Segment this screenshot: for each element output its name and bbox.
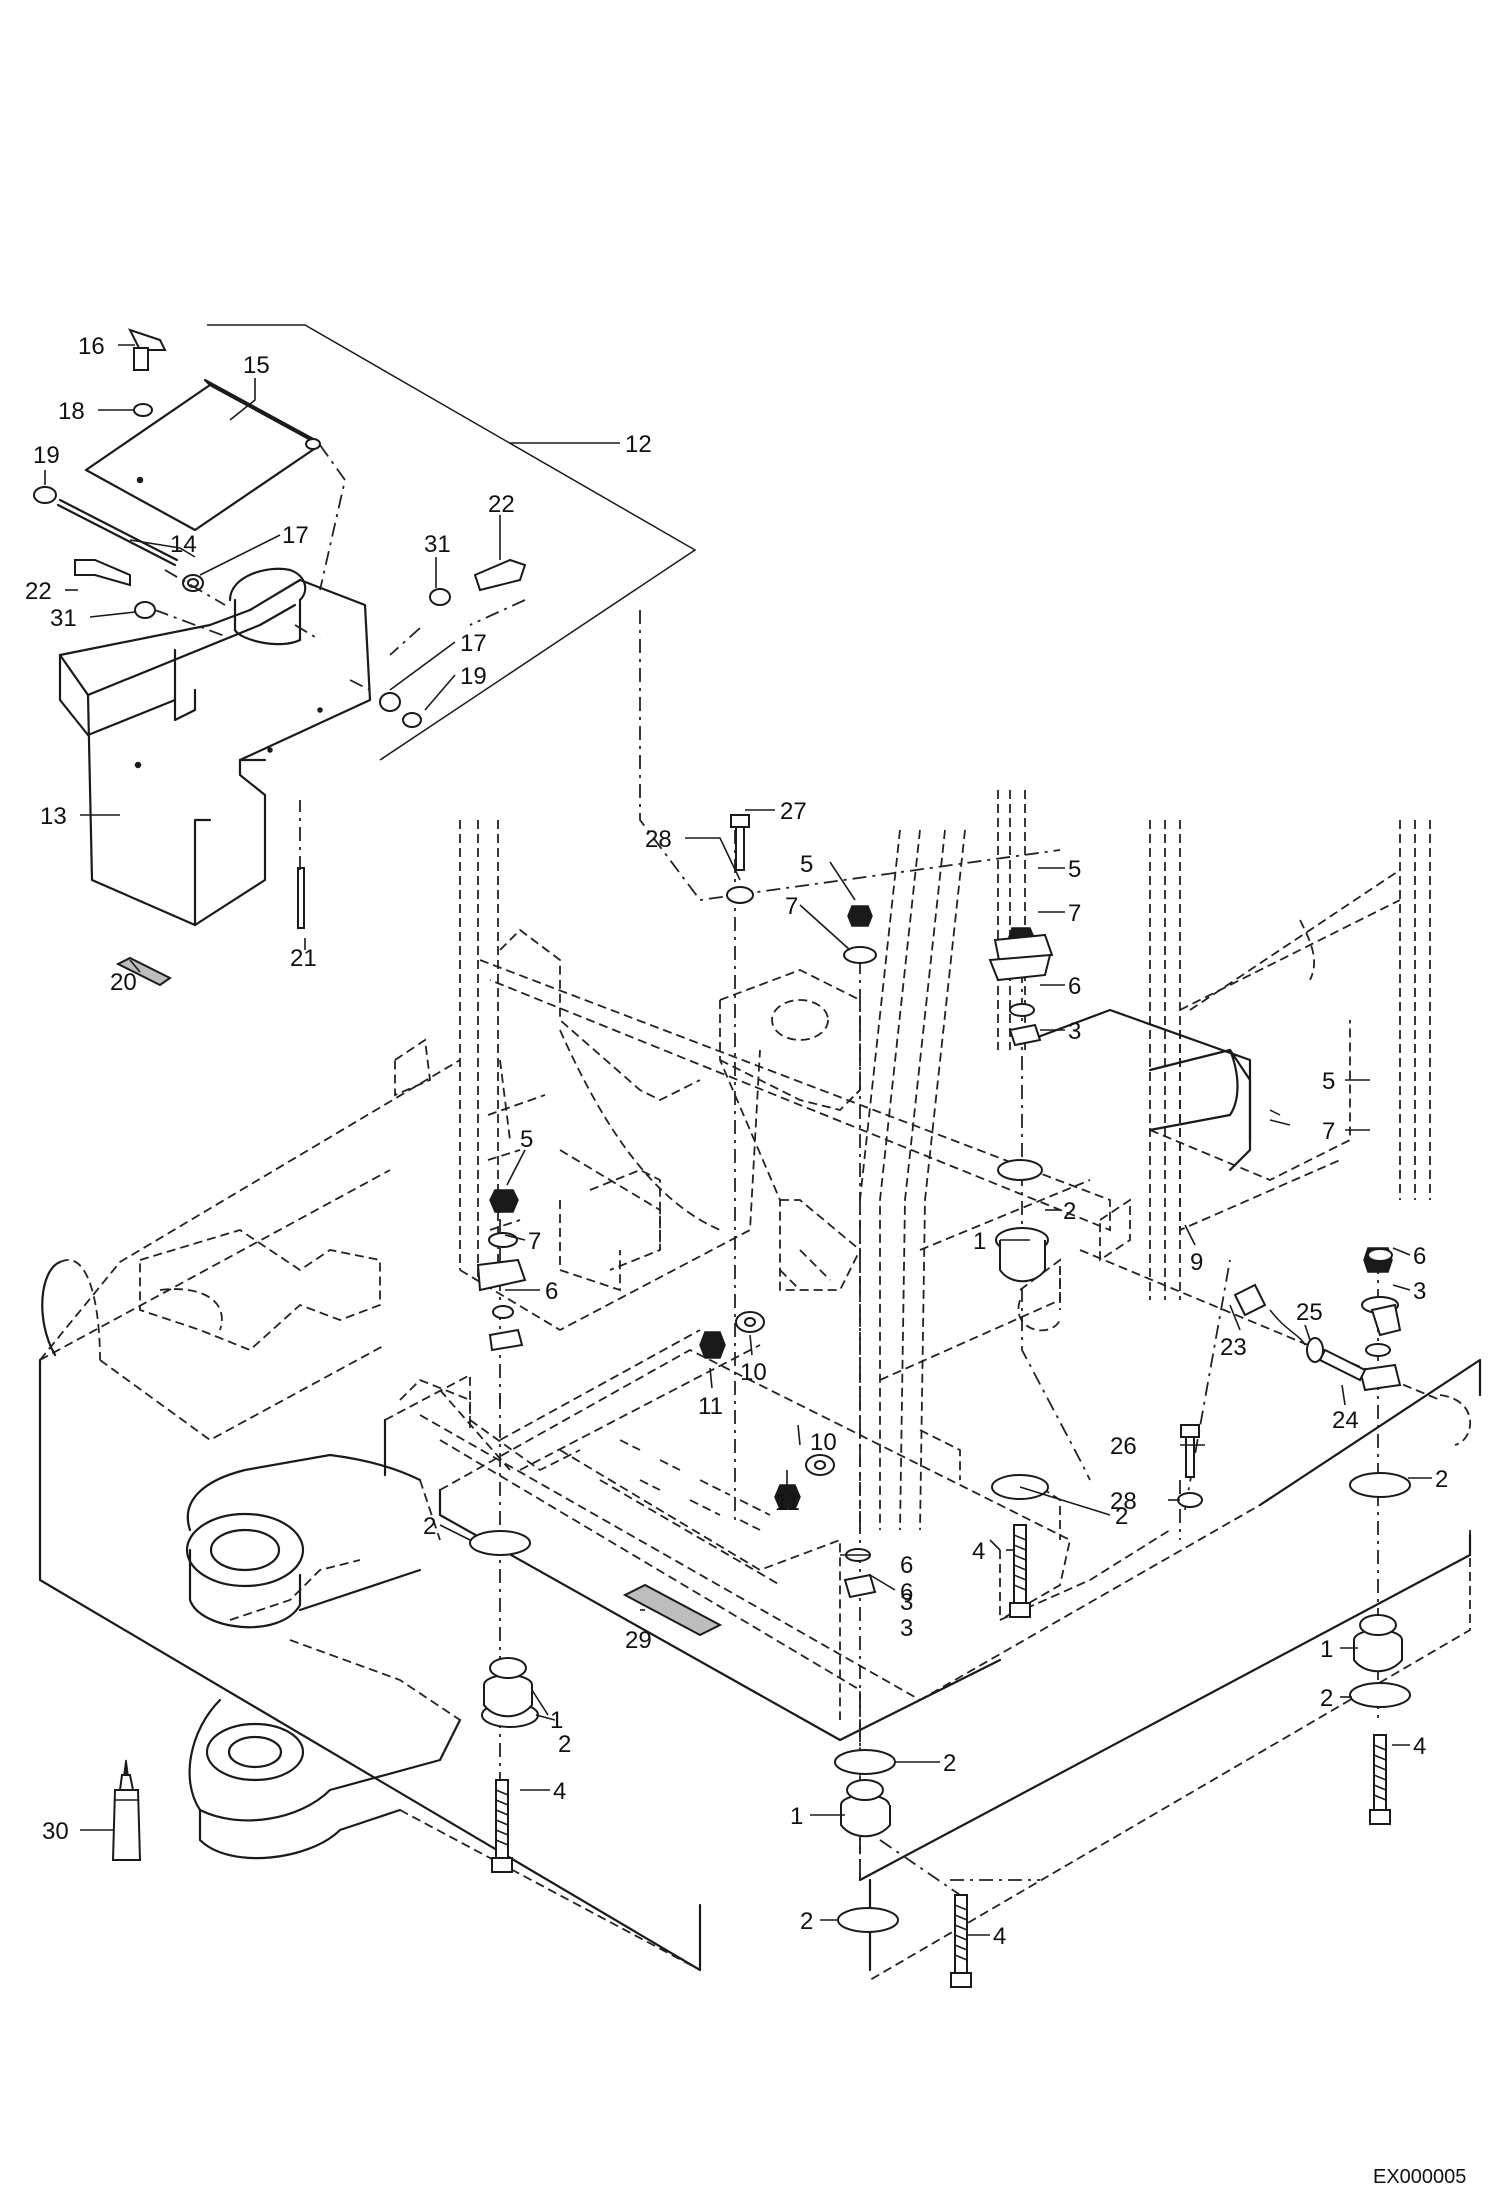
callout-4: 4 bbox=[993, 1923, 1006, 1950]
callout-30: 30 bbox=[42, 1818, 69, 1845]
callout-5: 5 bbox=[520, 1126, 533, 1153]
floor-plate bbox=[399, 1249, 1441, 1742]
callout-2: 2 bbox=[423, 1513, 436, 1540]
small-parts bbox=[33, 328, 527, 987]
battery-box-cover bbox=[84, 378, 322, 532]
callout-6: 6 bbox=[900, 1579, 913, 1606]
callout-21: 21 bbox=[290, 945, 317, 972]
callout-7: 7 bbox=[1322, 1118, 1335, 1145]
callout-10: 10 bbox=[810, 1429, 837, 1456]
callout-1: 1 bbox=[790, 1803, 803, 1830]
callout-3: 3 bbox=[900, 1615, 913, 1642]
callout-5: 5 bbox=[1322, 1068, 1335, 1095]
callout-11: 11 bbox=[775, 1489, 800, 1516]
callout-7: 7 bbox=[528, 1228, 541, 1255]
callout-31: 31 bbox=[50, 605, 77, 632]
callout-28: 28 bbox=[645, 826, 672, 853]
callout-1: 1 bbox=[1320, 1636, 1333, 1663]
callout-6: 6 bbox=[1413, 1243, 1426, 1270]
callout-25: 25 bbox=[1296, 1299, 1323, 1326]
callout-2: 2 bbox=[1435, 1466, 1448, 1493]
callout-3: 3 bbox=[1413, 1278, 1426, 1305]
callout-19: 19 bbox=[33, 442, 60, 469]
callout-2: 2 bbox=[1115, 1503, 1128, 1530]
ladder-bracket bbox=[1028, 1008, 1351, 1181]
callout-6: 6 bbox=[900, 1552, 913, 1579]
callout-22: 22 bbox=[488, 491, 515, 518]
callout-4: 4 bbox=[972, 1538, 985, 1565]
callout-18: 18 bbox=[58, 398, 85, 425]
callout-24: 24 bbox=[1332, 1407, 1359, 1434]
callout-labels: 16 15 18 19 12 14 17 22 31 22 31 17 19 1… bbox=[25, 333, 1448, 1950]
callout-26: 26 bbox=[1110, 1433, 1137, 1460]
callout-6: 6 bbox=[1068, 973, 1081, 1000]
callout-23: 23 bbox=[1220, 1334, 1247, 1361]
callout-4: 4 bbox=[553, 1778, 566, 1805]
callout-13: 13 bbox=[40, 803, 67, 830]
mount-hardware bbox=[111, 814, 1411, 1988]
relation-lines bbox=[154, 324, 1379, 1950]
callout-22: 22 bbox=[25, 578, 52, 605]
callout-20: 20 bbox=[110, 969, 137, 996]
callout-15: 15 bbox=[243, 352, 270, 379]
callout-10: 10 bbox=[740, 1359, 767, 1386]
drawing-code: EX000005 bbox=[1373, 2166, 1466, 2188]
callout-2-left-lower: 2 bbox=[558, 1731, 571, 1758]
callout-2: 2 bbox=[1320, 1685, 1333, 1712]
callout-9: 9 bbox=[1190, 1249, 1203, 1276]
callout-17: 17 bbox=[282, 522, 309, 549]
callout-16: 16 bbox=[78, 333, 105, 360]
callout-31: 31 bbox=[424, 531, 451, 558]
callout-2: 2 bbox=[1063, 1198, 1076, 1225]
callout-6: 6 bbox=[545, 1278, 558, 1305]
callout-5: 5 bbox=[1068, 856, 1081, 883]
callout-14: 14 bbox=[170, 531, 197, 558]
callout-28: 28 bbox=[1110, 1488, 1137, 1515]
callout-3: 3 bbox=[900, 1589, 913, 1616]
battery-box bbox=[58, 567, 372, 927]
callout-4: 4 bbox=[1413, 1733, 1426, 1760]
callout-2: 2 bbox=[943, 1750, 956, 1777]
callout-11: 11 bbox=[698, 1393, 723, 1420]
callout-12: 12 bbox=[625, 431, 652, 458]
callout-2: 2 bbox=[800, 1908, 813, 1935]
base-frame bbox=[38, 1059, 1482, 1981]
callout-3: 3 bbox=[1068, 1018, 1081, 1045]
leader-lines bbox=[44, 344, 1432, 1936]
callout-7: 7 bbox=[1068, 900, 1081, 927]
callout-7: 7 bbox=[785, 893, 798, 920]
callout-27: 27 bbox=[780, 798, 807, 825]
callout-17: 17 bbox=[460, 630, 487, 657]
callout-5: 5 bbox=[800, 851, 813, 878]
control-console bbox=[719, 969, 861, 1291]
callout-1: 1 bbox=[973, 1228, 986, 1255]
callout-29: 29 bbox=[625, 1627, 652, 1654]
callout-1: 1 bbox=[550, 1707, 563, 1734]
callout-19: 19 bbox=[460, 663, 487, 690]
cab-frame-right bbox=[997, 790, 1431, 1332]
boom-swing-bracket bbox=[185, 1453, 701, 1971]
